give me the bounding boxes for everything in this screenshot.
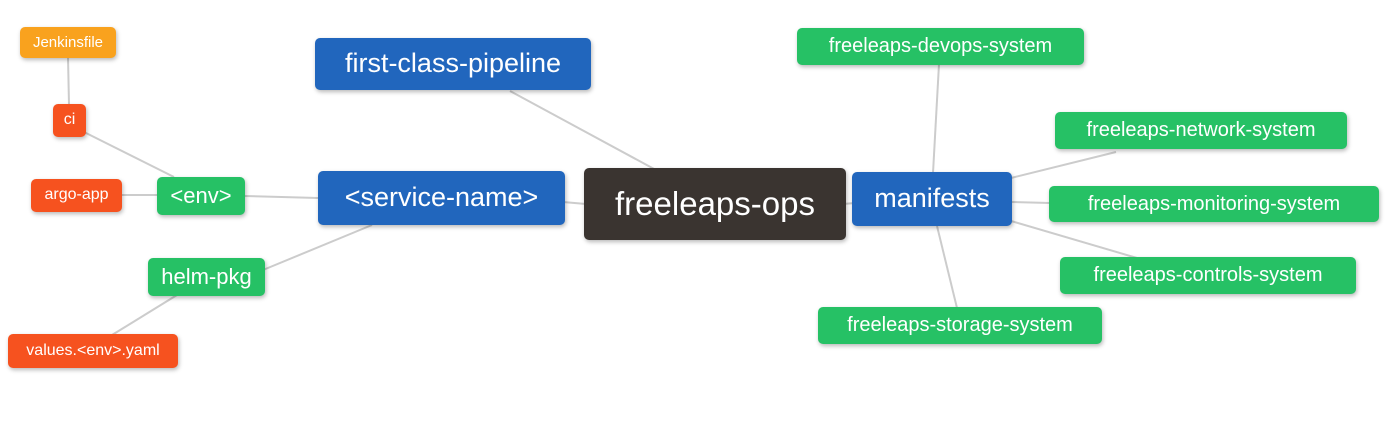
edge-env-to-service-name [243,195,319,199]
edge-jenkinsfile-to-ci [67,56,70,106]
node-freeleaps-ops[interactable]: freeleaps-ops [584,168,846,240]
node-label: manifests [874,183,990,213]
node-label: freeleaps-devops-system [828,35,1053,57]
edge-service-name-to-freeleaps-ops [562,201,587,205]
node-manifests[interactable]: manifests [852,172,1012,226]
edge-manifests-to-freeleaps-controls-system [1010,220,1138,259]
node-label: <service-name> [344,182,539,212]
node-jenkinsfile[interactable]: Jenkinsfile [20,27,116,58]
node-argo-app[interactable]: argo-app [31,179,122,212]
node-freeleaps-monitoring-system[interactable]: freeleaps-monitoring-system [1049,186,1379,222]
node-label: values.<env>.yaml [26,341,160,359]
node-label: helm-pkg [161,263,252,289]
node-values-env-yaml[interactable]: values.<env>.yaml [8,334,178,368]
edge-manifests-to-freeleaps-storage-system [936,225,958,309]
node-label: argo-app [44,186,109,203]
edge-manifests-to-freeleaps-monitoring-system [1010,201,1051,204]
node-label: Jenkinsfile [32,33,104,51]
node-helm-pkg[interactable]: helm-pkg [148,258,265,296]
node-env[interactable]: <env> [157,177,245,215]
node-label: freeleaps-ops [615,185,815,222]
edge-service-name-to-helm-pkg [262,224,373,271]
edge-manifests-to-freeleaps-devops-system [932,63,940,174]
node-freeleaps-devops-system[interactable]: freeleaps-devops-system [797,28,1084,65]
node-label: freeleaps-storage-system [847,314,1073,336]
edge-manifests-to-freeleaps-network-system [1010,151,1117,179]
node-ci[interactable]: ci [53,104,86,137]
edge-first-class-pipeline-to-freeleaps-ops [509,90,657,171]
edge-ci-to-env [83,131,175,178]
node-freeleaps-storage-system[interactable]: freeleaps-storage-system [818,307,1102,344]
node-label: <env> [170,182,232,208]
node-freeleaps-controls-system[interactable]: freeleaps-controls-system [1060,257,1356,294]
node-first-class-pipeline[interactable]: first-class-pipeline [315,38,591,90]
node-label: freeleaps-monitoring-system [1087,192,1341,215]
node-label: ci [63,111,76,128]
edge-helm-pkg-to-values-env-yaml [111,294,178,336]
node-label: freeleaps-controls-system [1093,264,1323,286]
node-freeleaps-network-system[interactable]: freeleaps-network-system [1055,112,1347,149]
node-service-name[interactable]: <service-name> [318,171,565,225]
node-label: freeleaps-network-system [1086,119,1316,141]
node-label: first-class-pipeline [344,48,562,78]
